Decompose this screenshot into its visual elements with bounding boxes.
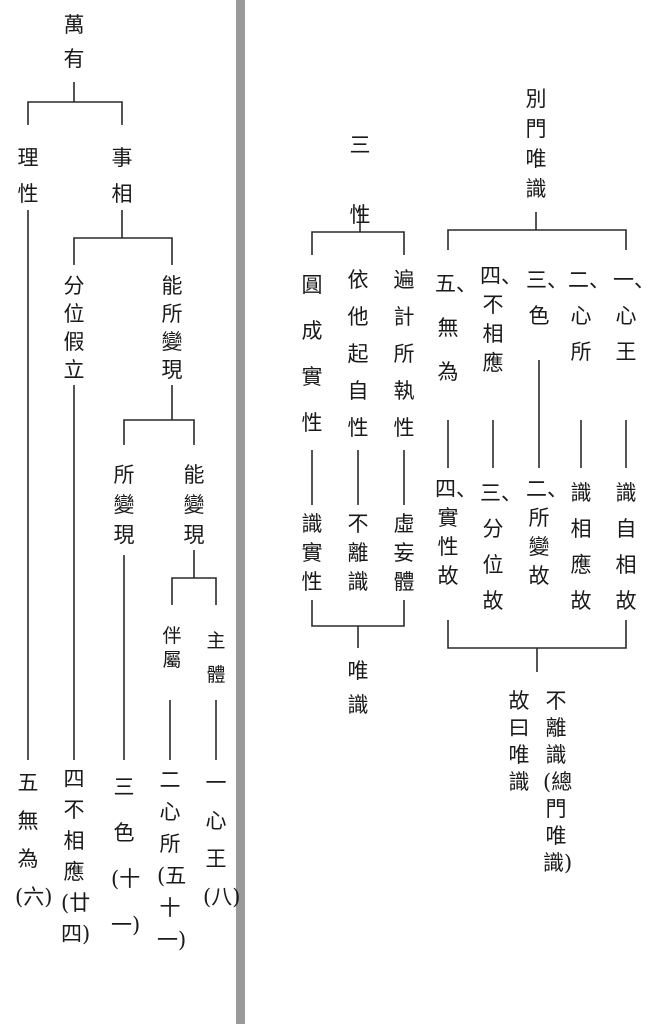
node-suobianxian: 所變現 [113,463,135,547]
node-zhuti: 主體 [206,630,226,686]
root-wanyou: 萬有 [63,13,85,71]
reason-shi-zixiang: 識自相故 [615,481,637,613]
node-banshu: 伴屬 [162,625,182,671]
right-title-biemen-weishi: 別門唯識 [525,87,547,201]
leaf-bu-xiangying: 四不相應(廿四) [61,767,91,946]
middle-title-sanxing: 三性 [349,133,371,227]
conclusion-bulishi-zongmen: 不離識(總門唯識) [543,689,573,875]
cat-wuwei: 五、無為 [435,272,477,384]
node-lixing: 理性 [17,146,39,206]
node-nengbianxian: 能變現 [183,463,205,547]
node-fenwei-jiali: 分位假立 [63,274,85,382]
node-shishixing: 識實性 [301,512,323,594]
reason-fenwei: 三、分位故 [480,481,522,613]
cat-se: 三、色 [526,268,568,328]
middle-weishi: 唯識 [347,659,369,717]
leaf-xinsuo: 二心所(五十一) [157,768,187,952]
node-yita-qi: 依他起自性 [347,268,369,440]
node-shixiang: 事相 [111,146,133,206]
reason-suobian: 二、所變故 [526,477,568,588]
cat-xinwang: 一、心王 [613,268,649,364]
node-xuwangti: 虛妄體 [393,512,415,594]
cat-bu-xiangying: 四、不相應 [480,264,522,375]
page-divider [236,0,245,1024]
node-bulishi: 不離識 [347,512,369,594]
node-bianji-suozhi: 遍計所執性 [393,268,415,440]
reason-shixing: 四、實性故 [435,477,477,588]
reason-shi-xiangying: 識相應故 [570,481,592,613]
node-yuancheng-shi: 圓成實性 [301,273,323,435]
leaf-wuwuwei: 五無為(六) [15,771,53,909]
conclusion-guyue-weishi: 故曰唯識 [508,689,530,794]
leaf-xinwang: 一心王(八) [203,771,241,909]
node-nengsuo-bianxian: 能所變現 [161,274,183,382]
leaf-se: 三色(十一) [111,775,141,937]
cat-xinsuo: 二、心所 [568,268,610,364]
